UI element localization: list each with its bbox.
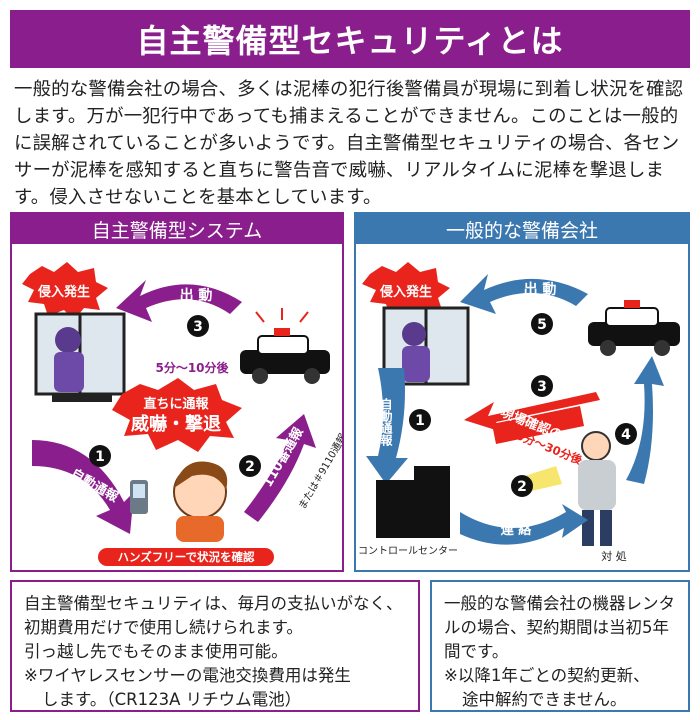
note-line: 一般的な警備会社の機器レンタルの場合、契約期間は当初5年間です。 [444, 594, 675, 661]
svg-text:2: 2 [245, 459, 255, 475]
note-line: ※以降1年ごとの契約更新、 [444, 666, 650, 685]
intrusion-burst-icon: 侵入発生 [22, 262, 108, 320]
intrusion-burst-icon: 侵入発生 [362, 262, 450, 320]
burglar-window-icon [34, 312, 126, 402]
call-110-arrow: 110番通報 [626, 356, 667, 484]
step-1-badge: 1 [409, 409, 431, 431]
step-3-badge: 3 [187, 315, 209, 337]
general-security-panel: 一般的な警備会社 侵入発生 出 動 5 自動通報 [354, 212, 690, 572]
step-5-badge: 5 [531, 313, 553, 335]
security-guard-icon [578, 431, 616, 546]
svg-text:3: 3 [537, 379, 547, 395]
svg-text:5: 5 [537, 317, 547, 333]
self-security-note: 自主警備型セキュリティは、毎月の支払いがなく、初期費用だけで使用し続けられます。… [10, 580, 420, 712]
self-security-panel: 自主警備型システム 侵入発生 出 動 3 [10, 212, 344, 572]
dispatch-arrow: 出 動 [116, 280, 242, 322]
police-car-icon [240, 308, 330, 384]
auto-report-arrow: 自動通報 [32, 440, 134, 534]
dispatch-arrow: 出 動 [460, 274, 588, 314]
page-title: 自主警備型セキュリティとは [10, 10, 690, 68]
note-line: 引っ越し先でもそのまま使用可能。 [24, 642, 288, 661]
svg-text:2: 2 [517, 479, 527, 495]
step-2-badge: 2 [239, 455, 261, 477]
step-4-badge: 4 [615, 423, 637, 445]
self-security-diagram: 侵入発生 出 動 3 5分〜10分後 [22, 262, 342, 566]
self-security-heading: 自主警備型システム [12, 214, 342, 244]
contact-arrow: 連 絡 [460, 504, 588, 545]
svg-text:4: 4 [621, 427, 631, 443]
general-security-diagram: 侵入発生 出 動 5 自動通報 1 [358, 262, 680, 563]
handsfree-banner: ハンズフリーで状況を確認 [98, 548, 274, 566]
svg-text:1: 1 [415, 413, 425, 429]
svg-text:ハンズフリーで状況を確認: ハンズフリーで状況を確認 [117, 550, 255, 564]
note-line: 途中解約できません。 [462, 690, 627, 709]
dispatch-label: 出 動 [524, 281, 557, 298]
note-line: 自主警備型セキュリティは、毎月の支払いがなく、初期費用だけで使用し続けられます。 [24, 594, 403, 637]
control-center-building-icon [376, 466, 450, 538]
auto-report-arrow: 自動通報 [366, 368, 408, 484]
intrusion-label: 侵入発生 [379, 284, 432, 300]
note-line: ※ワイヤレスセンサーの電池交換費用は発生 [24, 666, 351, 685]
contact-label: 連 絡 [501, 522, 533, 538]
intro-paragraph: 一般的な警備会社の場合、多くは泥棒の犯行後警備員が現場に到着し状況を確認します。… [14, 79, 684, 208]
alarm-burst-icon: 直ちに通報 威嚇・撃退 [112, 378, 242, 452]
general-security-heading: 一般的な警備会社 [356, 214, 688, 244]
step-1-badge: 1 [89, 445, 111, 467]
burglar-window-icon [382, 306, 470, 386]
note-line: します。（CR123A リチウム電池） [42, 690, 302, 709]
homeowner-icon [173, 461, 228, 542]
call-110-label: 110番通報 [653, 394, 667, 456]
phone-icon [130, 480, 148, 514]
police-car-icon [588, 300, 680, 356]
alarm-main-label: 威嚇・撃退 [131, 413, 221, 435]
alarm-sub-label: 直ちに通報 [143, 396, 209, 412]
response-label: 対 処 [601, 549, 627, 563]
control-center-label: コントロールセンター [358, 545, 458, 557]
intrusion-label: 侵入発生 [37, 284, 90, 300]
general-security-note: 一般的な警備会社の機器レンタルの場合、契約期間は当初5年間です。 ※以降1年ごと… [430, 580, 690, 712]
auto-report-label: 自動通報 [379, 397, 393, 447]
svg-text:3: 3 [193, 319, 203, 335]
step-2-badge: 2 [511, 475, 533, 497]
response-time-label: 5分〜10分後 [155, 360, 229, 375]
step-3-badge: 3 [531, 375, 553, 397]
svg-text:1: 1 [95, 449, 105, 465]
dispatch-label: 出 動 [180, 287, 213, 304]
